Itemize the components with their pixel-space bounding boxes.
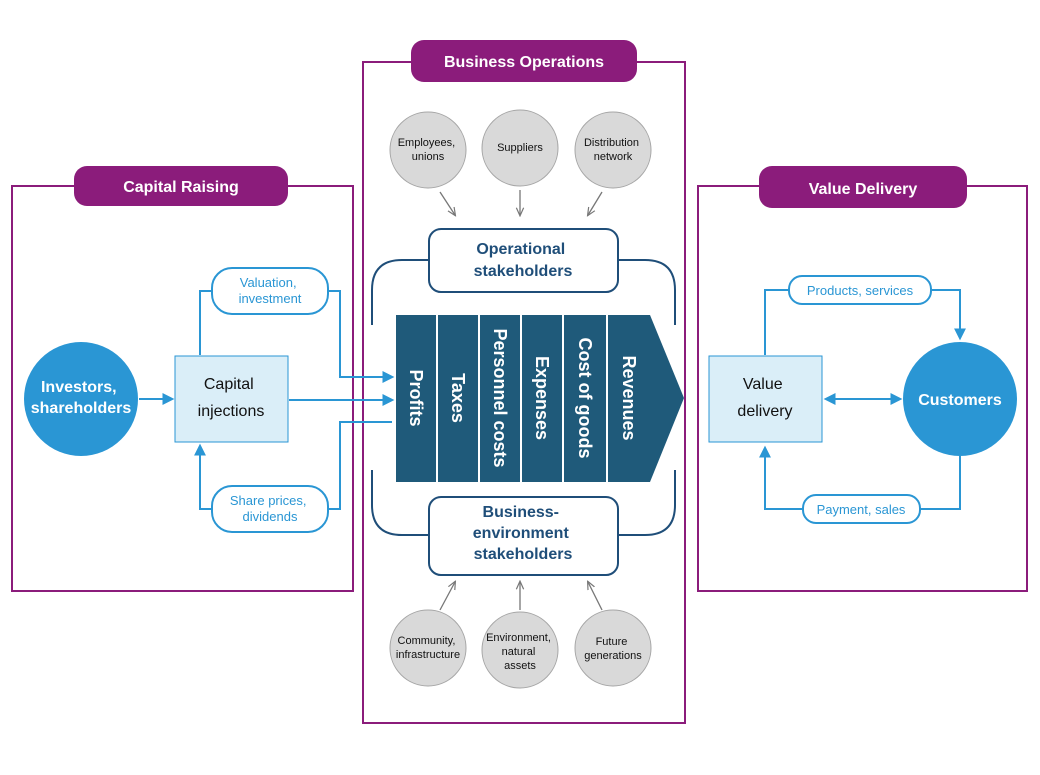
future-circle [574,609,652,687]
business-operations-title: Business Operations [444,54,604,71]
business-environment-label: Business- environment stakeholders [473,504,573,563]
value-delivery-label: Value delivery [737,376,792,420]
capital-injections-label: Capital injections [198,376,265,420]
share-prices-to-injections-arrow [194,443,212,510]
bottom-stakeholder-circles: Community, infrastructure Environment, n… [389,609,652,689]
capital-injections-box [174,355,289,443]
community-label: Community, infrastructure [396,635,460,661]
business-environment-box [428,496,619,576]
payment-sales-label: Payment, sales [817,502,906,517]
distribution-label: Distribution network [584,137,642,163]
operational-bracket [371,259,676,325]
products-to-customers-arrow [931,289,966,341]
environment-label: Environment, natural assets [486,632,554,672]
distribution-arrow [588,191,603,215]
business-environment-bracket [371,470,676,536]
share-prices-label: Share prices, dividends [230,493,310,524]
suppliers-circle [481,109,559,187]
investors-label: Investors, shareholders [31,379,132,417]
value-to-products-connector [764,289,789,355]
column-label-personnel-costs: Personnel costs [490,328,510,467]
products-services-label: Products, services [807,283,914,298]
valuation-label: Valuation, investment [239,275,302,306]
suppliers-label: Suppliers [497,142,543,154]
environment-circle [481,611,559,689]
customers-to-payment-connector [920,456,961,510]
distribution-circle [574,111,652,189]
column-label-cost-of-goods: Cost of goods [575,338,595,459]
column-label-revenues: Revenues [619,355,639,440]
value-delivery-title: Value Delivery [809,181,918,198]
valuation-pill [211,267,329,315]
future-arrow [588,582,603,611]
payment-to-value-arrow [759,445,803,510]
column-expenses [522,315,562,482]
capital-raising-header: Capital Raising [74,166,288,206]
top-stakeholder-circles: Employees, unions Suppliers Distribution… [389,109,652,189]
business-operations-header: Business Operations [411,40,637,82]
valuation-connector [199,290,212,355]
community-arrow [439,582,455,611]
employees-arrow [439,191,455,215]
column-label-taxes: Taxes [448,373,468,423]
column-revenues [608,315,684,482]
operational-stakeholders-label: Operational stakeholders [474,241,573,280]
value-delivery-box [708,355,823,443]
column-label-expenses: Expenses [532,356,552,440]
share-prices-pill [211,485,329,533]
value-delivery-header: Value Delivery [759,166,967,208]
column-personnel-costs [480,315,520,482]
investors-circle [24,342,138,456]
column-label-profits: Profits [406,369,426,426]
employees-circle [389,111,467,189]
operations-to-share-prices-connector [328,421,392,510]
column-cost-of-goods [564,315,606,482]
capital-raising-title: Capital Raising [123,179,239,196]
revenue-columns: Profits Taxes Personnel costs Expenses C… [396,315,684,482]
employees-label: Employees, unions [398,137,459,163]
customers-circle [903,342,1017,456]
column-profits [396,315,436,482]
operational-stakeholders-box [428,228,619,293]
column-taxes [438,315,478,482]
community-circle [389,609,467,687]
future-label: Future generations [584,636,642,662]
customers-label: Customers [918,392,1002,409]
payment-sales-pill [802,494,921,524]
products-services-pill [788,275,932,305]
valuation-to-operations-arrow [328,290,395,383]
